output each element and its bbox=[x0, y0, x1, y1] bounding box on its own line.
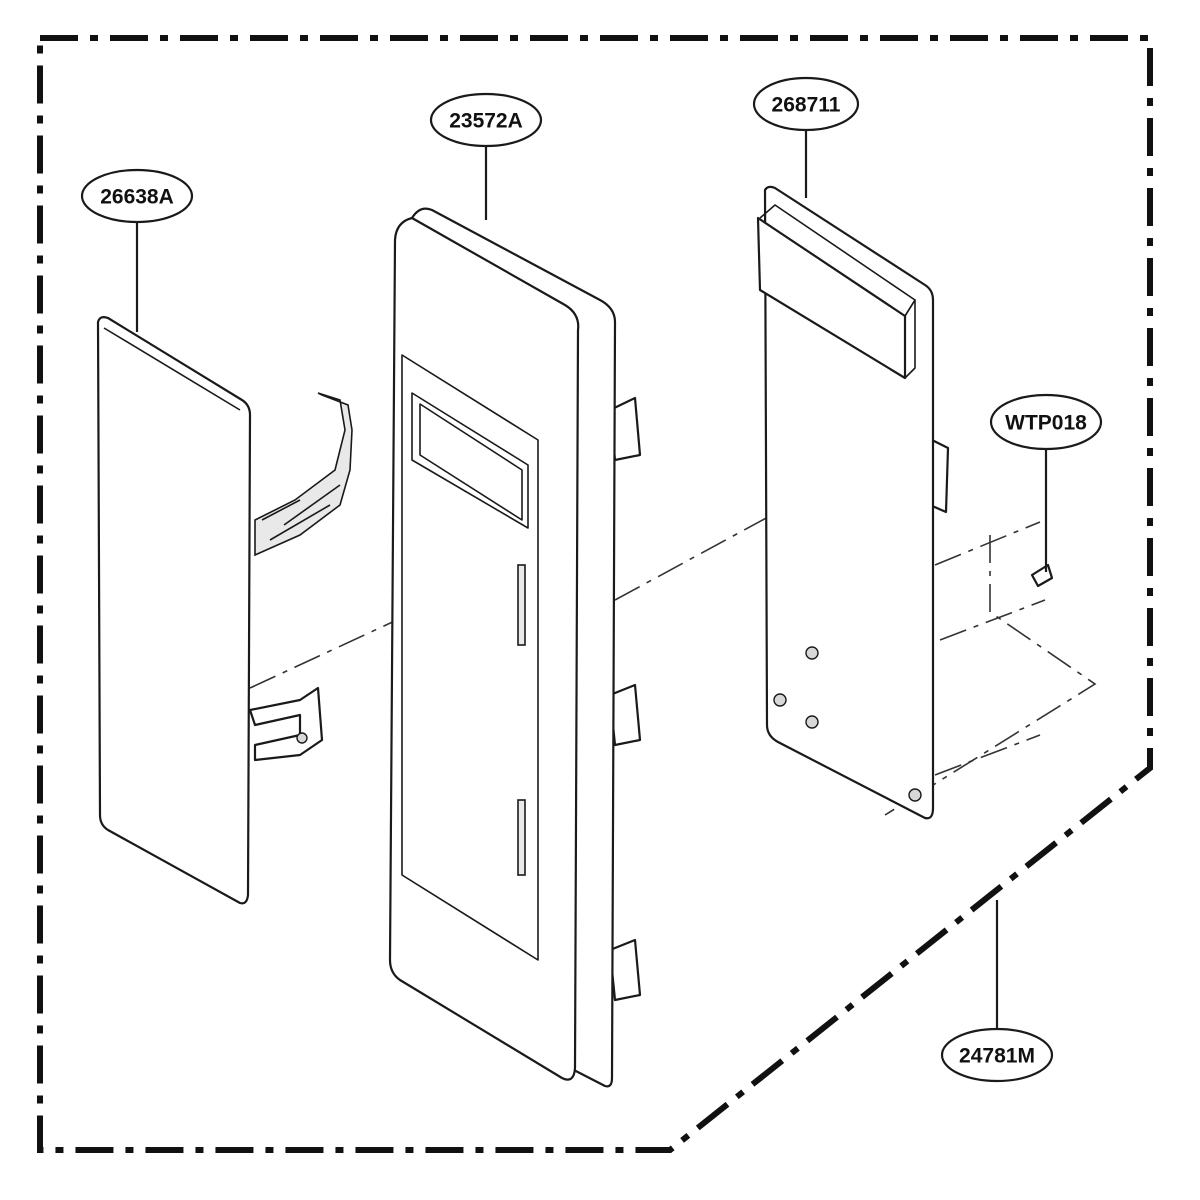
callout-24781M: 24781M bbox=[940, 1027, 1054, 1083]
callout-label: 26638A bbox=[100, 186, 174, 209]
pcb-assembly-part bbox=[756, 185, 950, 820]
callout-WTP018: WTP018 bbox=[989, 393, 1103, 451]
callout-23572A: 23572A bbox=[429, 92, 543, 148]
callout-label: 23572A bbox=[449, 110, 523, 133]
frame-part bbox=[96, 316, 353, 905]
leader-lines bbox=[135, 128, 1048, 1030]
assembly-boundary bbox=[37, 35, 1153, 1153]
callout-268711: 268711 bbox=[752, 76, 860, 132]
callout-label: WTP018 bbox=[1005, 412, 1087, 435]
explode-centerlines bbox=[249, 477, 1097, 816]
callout-label: 24781M bbox=[959, 1045, 1035, 1068]
callout-label: 268711 bbox=[772, 94, 841, 117]
callout-26638A: 26638A bbox=[80, 168, 194, 224]
screw-part bbox=[1030, 545, 1054, 588]
control-panel-part bbox=[388, 207, 642, 1088]
